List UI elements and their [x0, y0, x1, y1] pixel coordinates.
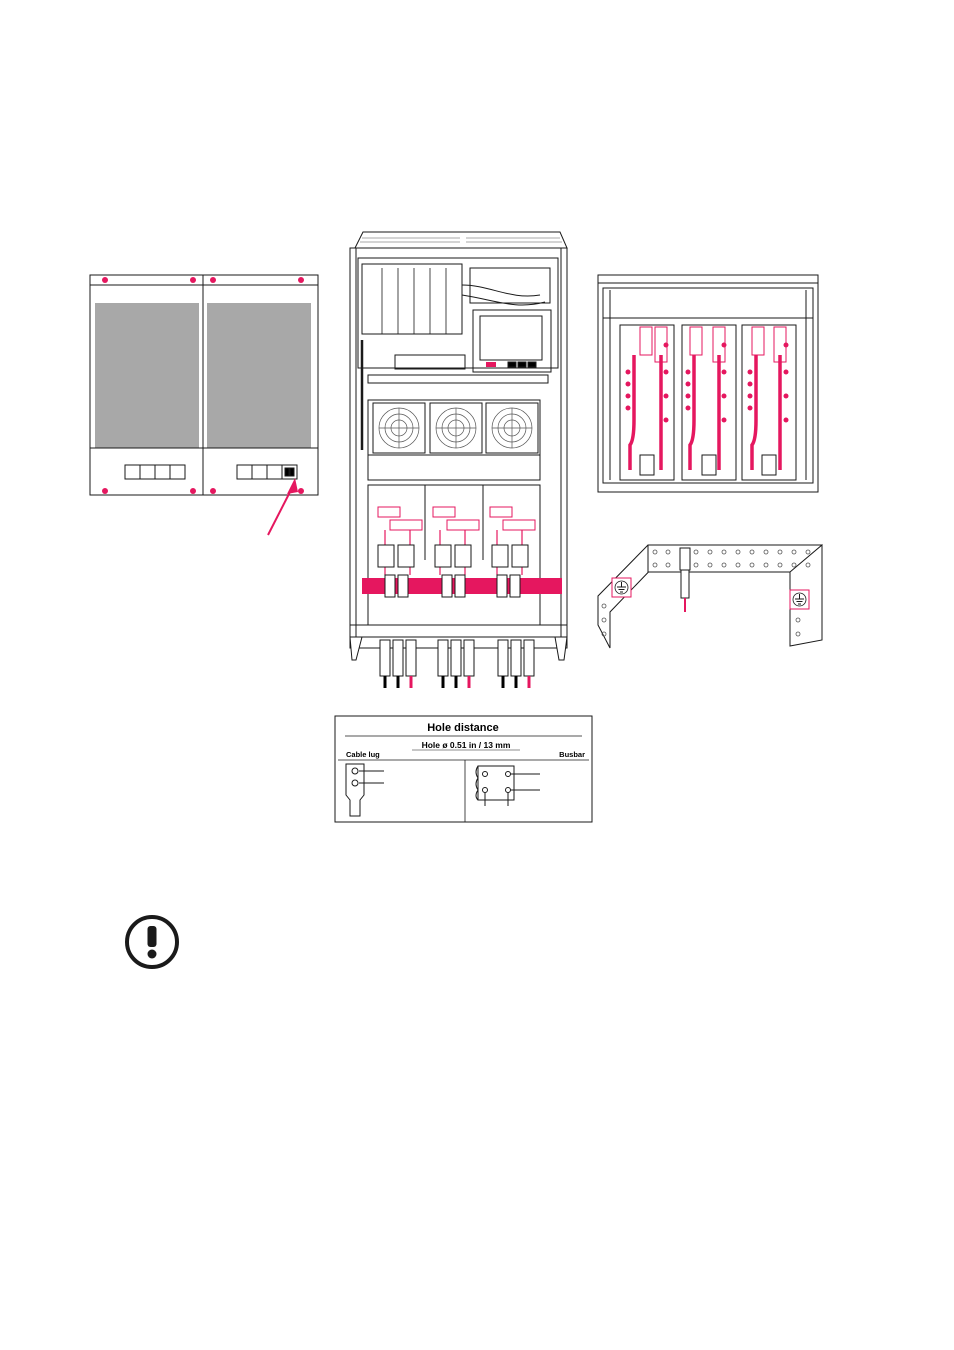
busbar-lugs	[385, 575, 520, 597]
breaker-blocks	[378, 545, 528, 567]
hole-distance-title: Hole distance	[427, 722, 499, 734]
vertical-busbars	[630, 355, 780, 470]
cable-lug-label: Cable lug	[346, 750, 380, 759]
protective-earth-icon	[612, 578, 631, 597]
hole-distance-table: Hole distance Hole ø 0.51 in / 13 mm Cab…	[335, 716, 592, 822]
fan-grilles	[379, 408, 532, 448]
busbar-label: Busbar	[559, 750, 585, 759]
hole-size-label: Hole ø 0.51 in / 13 mm	[422, 740, 511, 750]
power-cables	[380, 640, 534, 676]
exclamation-circle-icon	[127, 917, 177, 967]
ground-busbar	[598, 545, 822, 648]
terminal-labels	[378, 507, 535, 530]
front-door-panels	[90, 275, 318, 495]
protective-earth-icon	[790, 590, 809, 609]
cable-ends	[385, 676, 529, 688]
ground-cable	[680, 548, 690, 612]
